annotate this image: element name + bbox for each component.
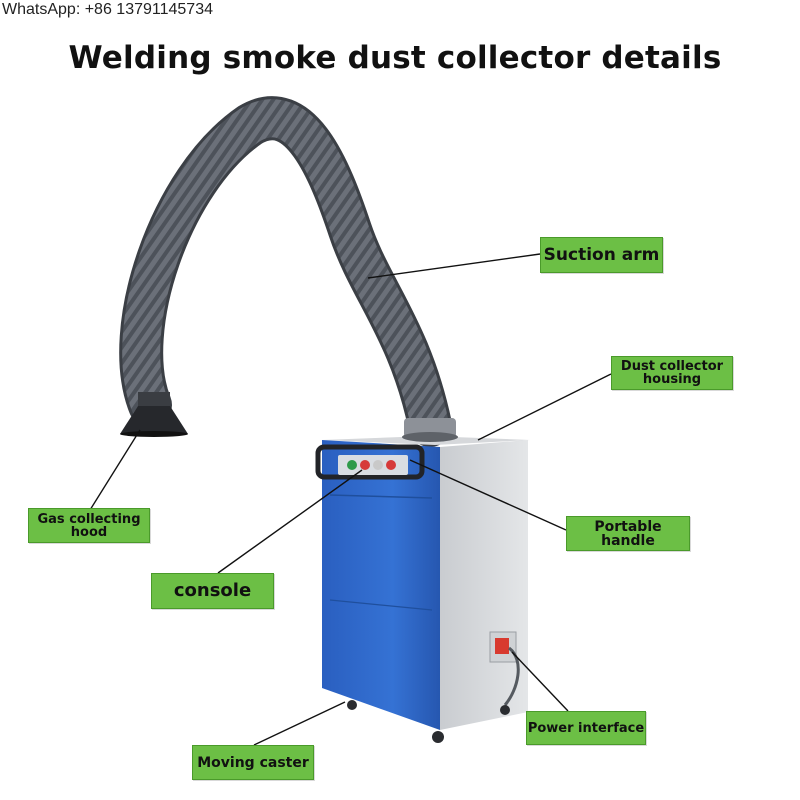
caster-wheel	[500, 705, 510, 715]
callout-housing-text: Dust collector housing	[620, 359, 724, 387]
caster-wheel	[347, 700, 357, 710]
callout-housing: Dust collector housing	[611, 356, 733, 390]
callout-caster-text: Moving caster	[197, 754, 309, 771]
caster-wheel	[432, 731, 444, 743]
console-button-red	[360, 460, 370, 470]
callout-gas-collecting-hood: Gas collecting hood	[28, 508, 150, 543]
callout-console: console	[151, 573, 274, 609]
callout-power-text: Power interface	[527, 720, 645, 736]
console-button-red	[386, 460, 396, 470]
callout-hood-text: Gas collecting hood	[37, 511, 141, 540]
callout-leaders	[89, 253, 612, 746]
callout-console-text: console	[173, 580, 252, 601]
suction-hose	[119, 96, 452, 447]
whatsapp-contact: WhatsApp: +86 13791145734	[2, 1, 213, 18]
callout-power-interface: Power interface	[526, 711, 646, 745]
console-button-green	[347, 460, 357, 470]
callout-suction-arm-text: Suction arm	[543, 244, 660, 265]
power-plug	[495, 638, 509, 654]
page-title: Welding smoke dust collector details	[68, 40, 722, 76]
callout-suction-arm: Suction arm	[540, 237, 663, 273]
callout-moving-caster: Moving caster	[192, 745, 314, 780]
collector-cabinet	[315, 418, 530, 743]
callout-portable-handle: Portable handle	[566, 516, 690, 551]
console-button-gray	[373, 460, 383, 470]
callout-handle-text: Portable handle	[594, 518, 662, 549]
